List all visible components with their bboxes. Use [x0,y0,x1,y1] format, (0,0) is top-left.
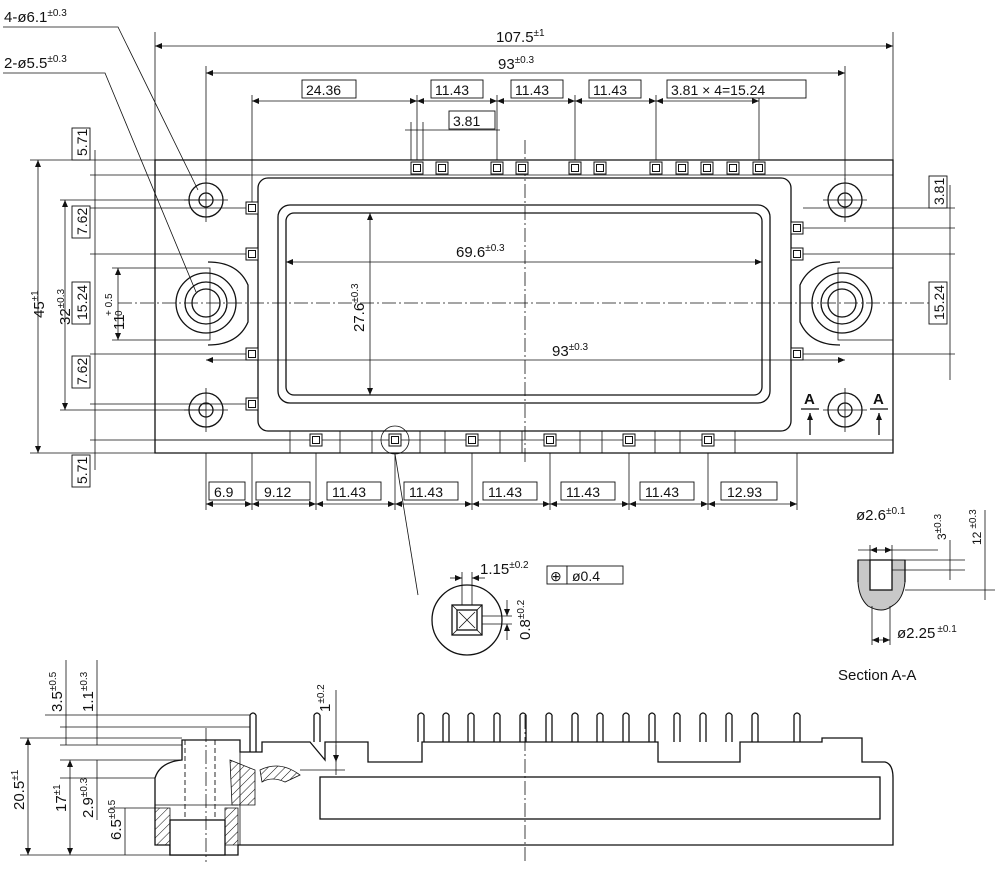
dim-pin-width: 1.15±0.2 [480,560,529,578]
dim-top-11-43: 11.43 [435,82,469,98]
window-outer [277,204,771,404]
dim-section-dia-bottom: ø2.25±0.1 [897,624,957,642]
dim-side-17: 17±1 [52,784,70,812]
top-pins [410,161,766,175]
dim-section-dia-top: ø2.6±0.1 [856,506,906,524]
dim-27-6: 27.6±0.3 [350,283,368,332]
dim-107-5: 107.5±1 [496,28,545,46]
leader-hole-4 [3,26,199,191]
window-inner [285,212,763,396]
dim-11-tol-plus: + 0.5 [104,293,115,316]
dim-15-24-right: 15.24 [931,285,947,320]
dim-side-6-5: 6.5±0.5 [107,799,125,840]
side-boss-right [799,261,873,346]
dim-side-1-1: 1.1±0.3 [79,671,97,712]
svg-text:A: A [873,391,884,408]
side-window [319,776,881,820]
leader-hole-2 [3,72,197,293]
dim-5-71-bottom: 5.71 [74,457,90,484]
dim-93-top: 93±0.3 [498,55,535,73]
side-view: 20.5±1 17±1 3.5±0.5 1.1±0.3 2.9±0.3 6.5±… [10,660,894,862]
dim-top-3-81: 3.81 [453,113,480,129]
dim-pin-thickness: 0.8±0.2 [516,599,534,640]
section-a-a: ø2.6±0.1 3±0.3 12±0.3 ø2.25±0.1 Section … [838,506,995,684]
dim-side-3-5: 3.5±0.5 [48,671,66,712]
bottom-pins [309,433,715,447]
dim-5-71-top: 5.71 [74,129,90,156]
dim-45: 45±1 [30,290,48,318]
position-tolerance: ø0.4 [572,568,600,584]
dim-11: 11 [111,314,128,330]
dim-bottom-11-43: 11.43 [566,484,600,500]
dim-7-62-bottom: 7.62 [74,358,90,385]
dim-side-2-9: 2.9±0.3 [79,777,97,818]
dim-69-6: 69.6±0.3 [456,243,505,261]
module-outline [154,159,894,454]
callout-hole-2: 2-ø5.5±0.3 [4,54,67,72]
dim-bottom-11-43: 11.43 [488,484,522,500]
dim-24-36: 24.36 [306,82,341,98]
dim-top-11-43: 11.43 [593,82,627,98]
dim-section-depth-3: 3±0.3 [933,513,949,540]
top-dimensions: 107.5±1 93±0.3 24.36 11.43 11.43 11.43 3… [3,8,955,510]
mounting-hole [823,178,867,222]
side-boss-left [175,261,249,346]
position-symbol: ⊕ [550,568,562,584]
dim-side-1: 1±0.2 [316,684,334,712]
dim-6-9: 6.9 [214,484,234,500]
top-view [118,140,930,465]
dim-side-20-5: 20.5±1 [10,769,28,810]
dim-12-93: 12.93 [727,484,762,500]
dim-pitch-group: 3.81 × 4=15.24 [671,82,765,98]
mounting-hole [823,388,867,432]
dim-15-24-left: 15.24 [74,285,90,320]
dim-32: 32±0.3 [56,288,74,325]
side-outline [154,737,894,856]
dim-93-mid: 93±0.3 [552,342,589,360]
dim-9-12: 9.12 [264,484,291,500]
dim-bottom-11-43: 11.43 [645,484,679,500]
pin-detail: 1.15±0.2 ⊕ ø0.4 0.8±0.2 [394,453,624,656]
callout-hole-4: 4-ø6.1±0.3 [4,8,67,26]
inner-frame [257,177,792,432]
dim-top-11-43: 11.43 [515,82,549,98]
section-title: Section A-A [838,667,916,684]
dim-bottom-11-43: 11.43 [332,484,366,500]
side-pins [249,712,801,752]
dim-3-81-right: 3.81 [931,178,947,205]
section-marker-right: A [870,391,888,435]
dim-bottom-11-43: 11.43 [409,484,443,500]
dim-section-depth-12: 12±0.3 [968,509,984,545]
dim-11-tol-zero: 0 [114,310,125,316]
dim-7-62-top: 7.62 [74,208,90,235]
side-pins [245,201,804,411]
svg-text:A: A [804,391,815,408]
section-marker-left: A [801,391,819,435]
